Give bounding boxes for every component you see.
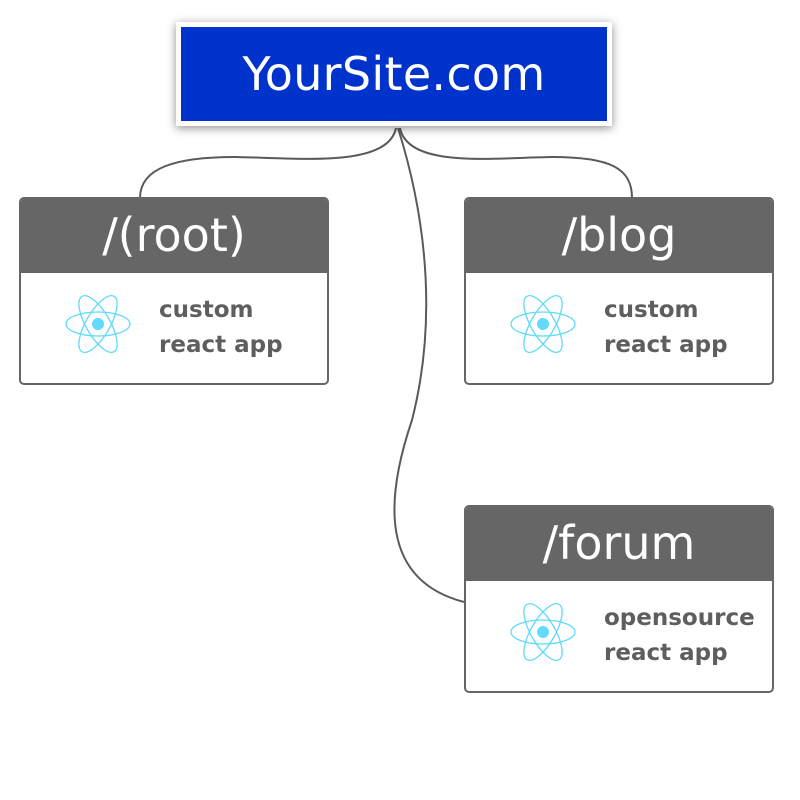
route-description: opensource react app	[604, 601, 755, 671]
route-description-line2: react app	[604, 332, 728, 358]
react-logo-icon	[510, 602, 576, 662]
react-logo-icon	[65, 294, 131, 354]
route-body: opensource react app	[466, 581, 772, 691]
react-logo-icon	[510, 294, 576, 354]
route-card-blog: /blog custom react app	[464, 197, 774, 385]
route-path: /blog	[466, 199, 772, 273]
connector-root-to-root-route	[139, 127, 397, 199]
connector-root-to-forum	[393, 127, 465, 603]
route-description-line2: react app	[604, 640, 728, 666]
route-description: custom react app	[604, 293, 728, 363]
route-path: /(root)	[21, 199, 327, 273]
route-description-line1: custom	[159, 297, 254, 323]
route-body: custom react app	[466, 273, 772, 383]
route-body: custom react app	[21, 273, 327, 383]
route-description-line2: react app	[159, 332, 283, 358]
route-path: /forum	[466, 507, 772, 581]
route-description-line1: custom	[604, 297, 699, 323]
route-description-line1: opensource	[604, 605, 755, 631]
root-node: YourSite.com	[176, 22, 612, 126]
route-card-root: /(root) custom react app	[19, 197, 329, 385]
root-title: YourSite.com	[242, 47, 546, 101]
route-card-forum: /forum opensource react app	[464, 505, 774, 693]
route-description: custom react app	[159, 293, 283, 363]
connector-root-to-blog	[399, 127, 633, 199]
root-node-fill: YourSite.com	[181, 27, 607, 121]
